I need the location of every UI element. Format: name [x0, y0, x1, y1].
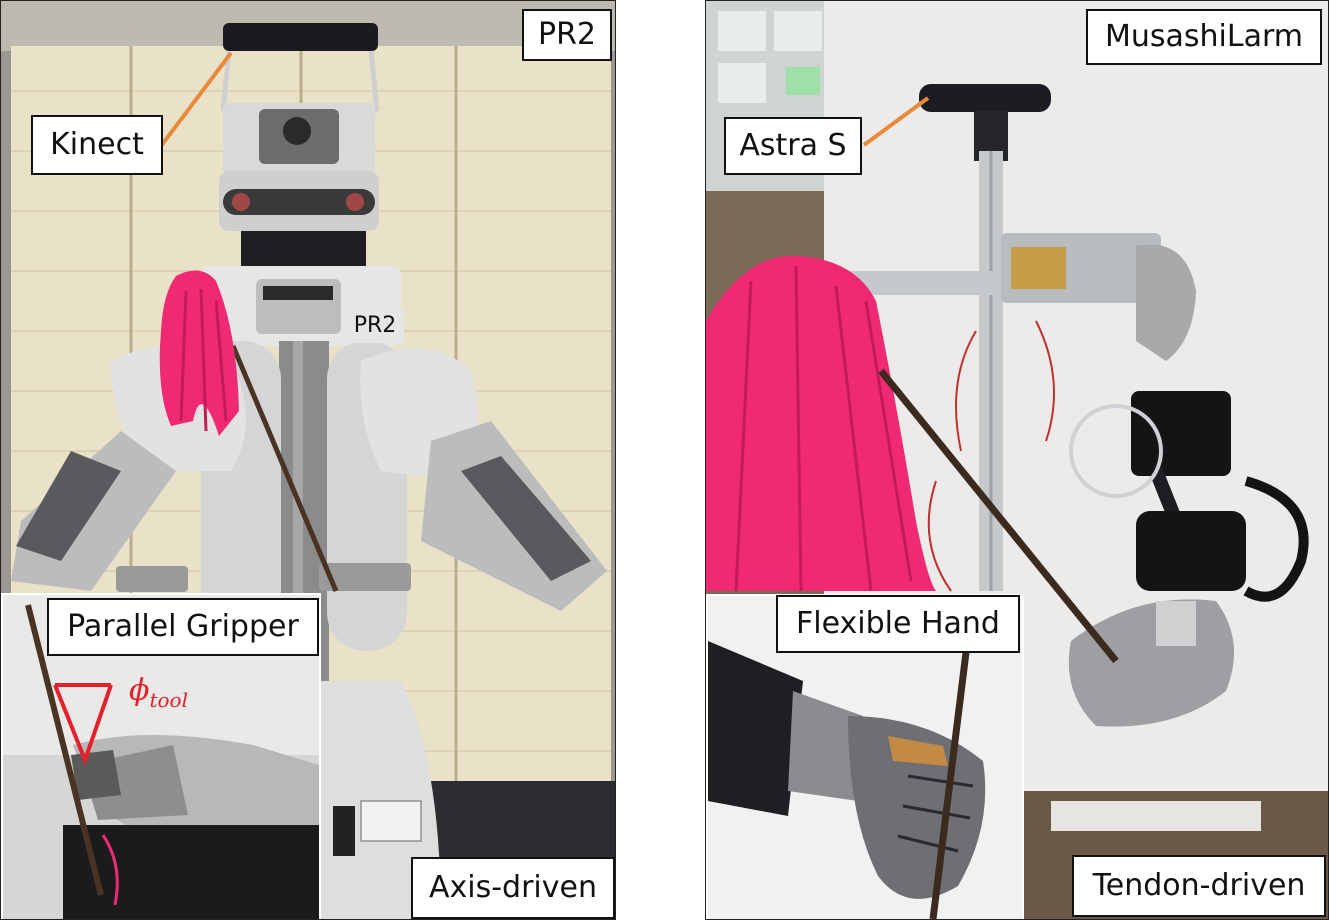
- tool-angle-marker-icon: [53, 683, 113, 766]
- head-sensor-strip: [223, 189, 375, 215]
- desk-tag: [1051, 801, 1261, 831]
- shelf-note-green: [786, 67, 820, 95]
- finger-joints: [897, 774, 974, 853]
- finger-pads: [888, 736, 948, 766]
- angle-symbol: ϕ: [129, 673, 150, 708]
- pink-cloth: [706, 255, 936, 591]
- right-gripper: [319, 563, 411, 591]
- right-forearm-dark: [461, 456, 591, 581]
- robot-base: [321, 681, 441, 919]
- tool-angle-label: ϕtool: [129, 673, 188, 712]
- base-emergency-panel: [333, 806, 355, 856]
- left-gripper: [116, 566, 188, 592]
- gripper-dark-cloth: [63, 825, 319, 919]
- shelf-drawer-3: [718, 63, 766, 103]
- robot-name-label: PR2: [522, 9, 612, 61]
- head-top-knob: [283, 117, 311, 145]
- left-forearm-dark: [16, 451, 121, 561]
- desk-fan: [1069, 404, 1163, 498]
- inset-tool-stick: [25, 604, 104, 896]
- torso-laser-window: [263, 286, 333, 300]
- hand-palm-box: [1156, 601, 1196, 646]
- gripper-type-label: Parallel Gripper: [47, 598, 319, 656]
- shelf-drawer-2: [774, 11, 822, 51]
- wrist-mechanism: [788, 691, 863, 801]
- astra-s-camera: [919, 84, 1051, 112]
- musashilarm-photo-panel: MusashiLarm Astra S Flexible Hand Tendon…: [705, 0, 1329, 920]
- black-arm-wrap: [1131, 391, 1231, 476]
- sensor-label: Astra S: [724, 117, 862, 175]
- astra-pointer-line: [862, 96, 930, 147]
- head-camera-left: [232, 193, 250, 211]
- tool-stick: [878, 368, 1119, 664]
- tool-stick: [230, 345, 339, 592]
- hand-type-label: Flexible Hand: [776, 595, 1020, 653]
- pink-cloth: [159, 270, 239, 436]
- torso-column-highlight: [293, 341, 303, 741]
- kinect-sensor: [223, 23, 378, 51]
- forearm-black-wrap: [1136, 511, 1246, 591]
- pink-cloth-folds: [734, 265, 913, 592]
- shelf-drawer-1: [718, 11, 766, 51]
- kinect-pointer-line: [159, 51, 233, 148]
- black-sleeve: [708, 641, 803, 816]
- inset-pink-string: [101, 834, 119, 906]
- black-cable-loop: [1243, 476, 1309, 602]
- robot-name-label: MusashiLarm: [1086, 9, 1322, 65]
- horizontal-frame: [846, 271, 1006, 295]
- pr2-photo-panel: PR2 Kinect Parallel Gripper Axis-driven …: [0, 0, 616, 920]
- head-camera-right: [346, 193, 364, 211]
- drive-type-label: Axis-driven: [411, 857, 615, 919]
- shoulder-joint: [1136, 244, 1196, 361]
- sensor-label: Kinect: [31, 115, 163, 175]
- wires: [927, 320, 1055, 592]
- actuator-motors: [1011, 247, 1066, 289]
- drive-type-label: Tendon-driven: [1072, 855, 1326, 917]
- head-neck: [241, 231, 366, 271]
- angle-subscript: tool: [149, 688, 188, 712]
- robot-body-badge: PR2: [346, 309, 404, 343]
- base-warning-sticker: [360, 800, 422, 842]
- gripper-fingertip: [71, 750, 121, 800]
- pink-cloth-folds: [179, 288, 228, 432]
